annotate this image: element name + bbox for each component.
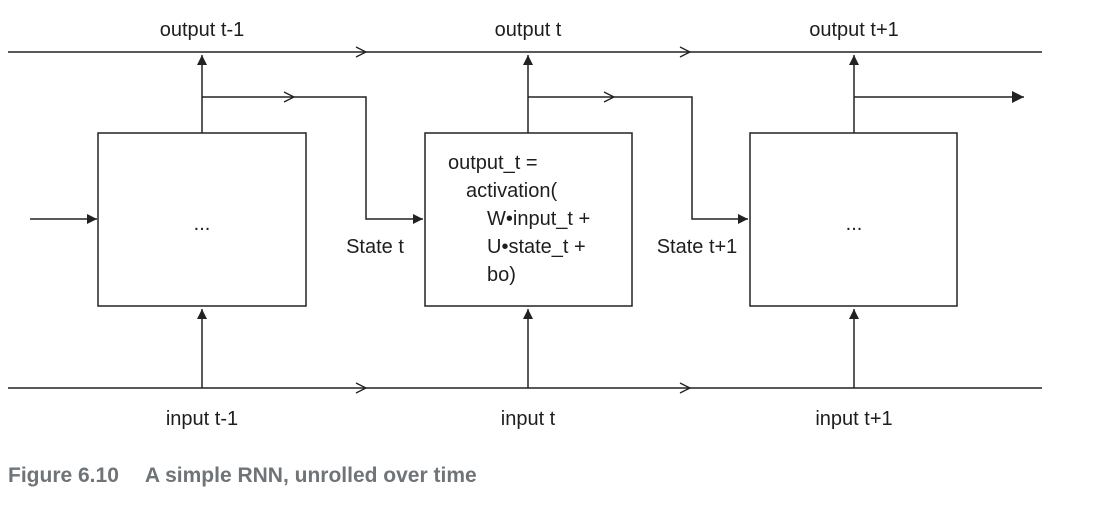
input-label-t-minus-1: input t-1 — [166, 408, 238, 430]
input-label-t: input t — [501, 408, 556, 430]
figure-caption: Figure 6.10 A simple RNN, unrolled over t… — [8, 464, 477, 488]
formula-line-4: U•state_t + — [487, 236, 586, 258]
input-label-t-plus-1: input t+1 — [815, 408, 892, 430]
figure-caption-text: A simple RNN, unrolled over time — [144, 464, 477, 487]
state-connector-chevron — [603, 91, 616, 103]
figure-number: Figure 6.10 — [8, 464, 119, 487]
rnn-cell-middle — [424, 132, 633, 307]
cell-left-ellipsis: ... — [194, 213, 211, 235]
output-label-t: output t — [495, 19, 562, 41]
rnn-cell-left — [97, 132, 307, 307]
formula-line-1: output_t = — [448, 152, 538, 174]
cell-right-ellipsis: ... — [846, 213, 863, 235]
input-line-chevron — [355, 382, 368, 394]
formula-line-3: W•input_t + — [487, 208, 590, 230]
formula-line-5: bo) — [487, 264, 516, 286]
rnn-unrolled-diagram: output t-1 output t output t+1 input t-1… — [8, 19, 1042, 430]
rnn-cell-right — [749, 132, 958, 307]
output-line-chevron — [679, 46, 692, 58]
input-line-chevron — [679, 382, 692, 394]
state-connector-chevron — [283, 91, 296, 103]
state-connector-left-to-middle — [202, 96, 423, 224]
output-label-t-plus-1: output t+1 — [809, 19, 899, 41]
output-label-t-minus-1: output t-1 — [160, 19, 245, 41]
state-connector-middle-to-right — [528, 96, 748, 224]
formula-line-2: activation( — [466, 180, 557, 202]
state-label-t: State t — [346, 236, 404, 258]
state-label-t-plus-1: State t+1 — [657, 236, 738, 258]
output-line-chevron — [355, 46, 368, 58]
